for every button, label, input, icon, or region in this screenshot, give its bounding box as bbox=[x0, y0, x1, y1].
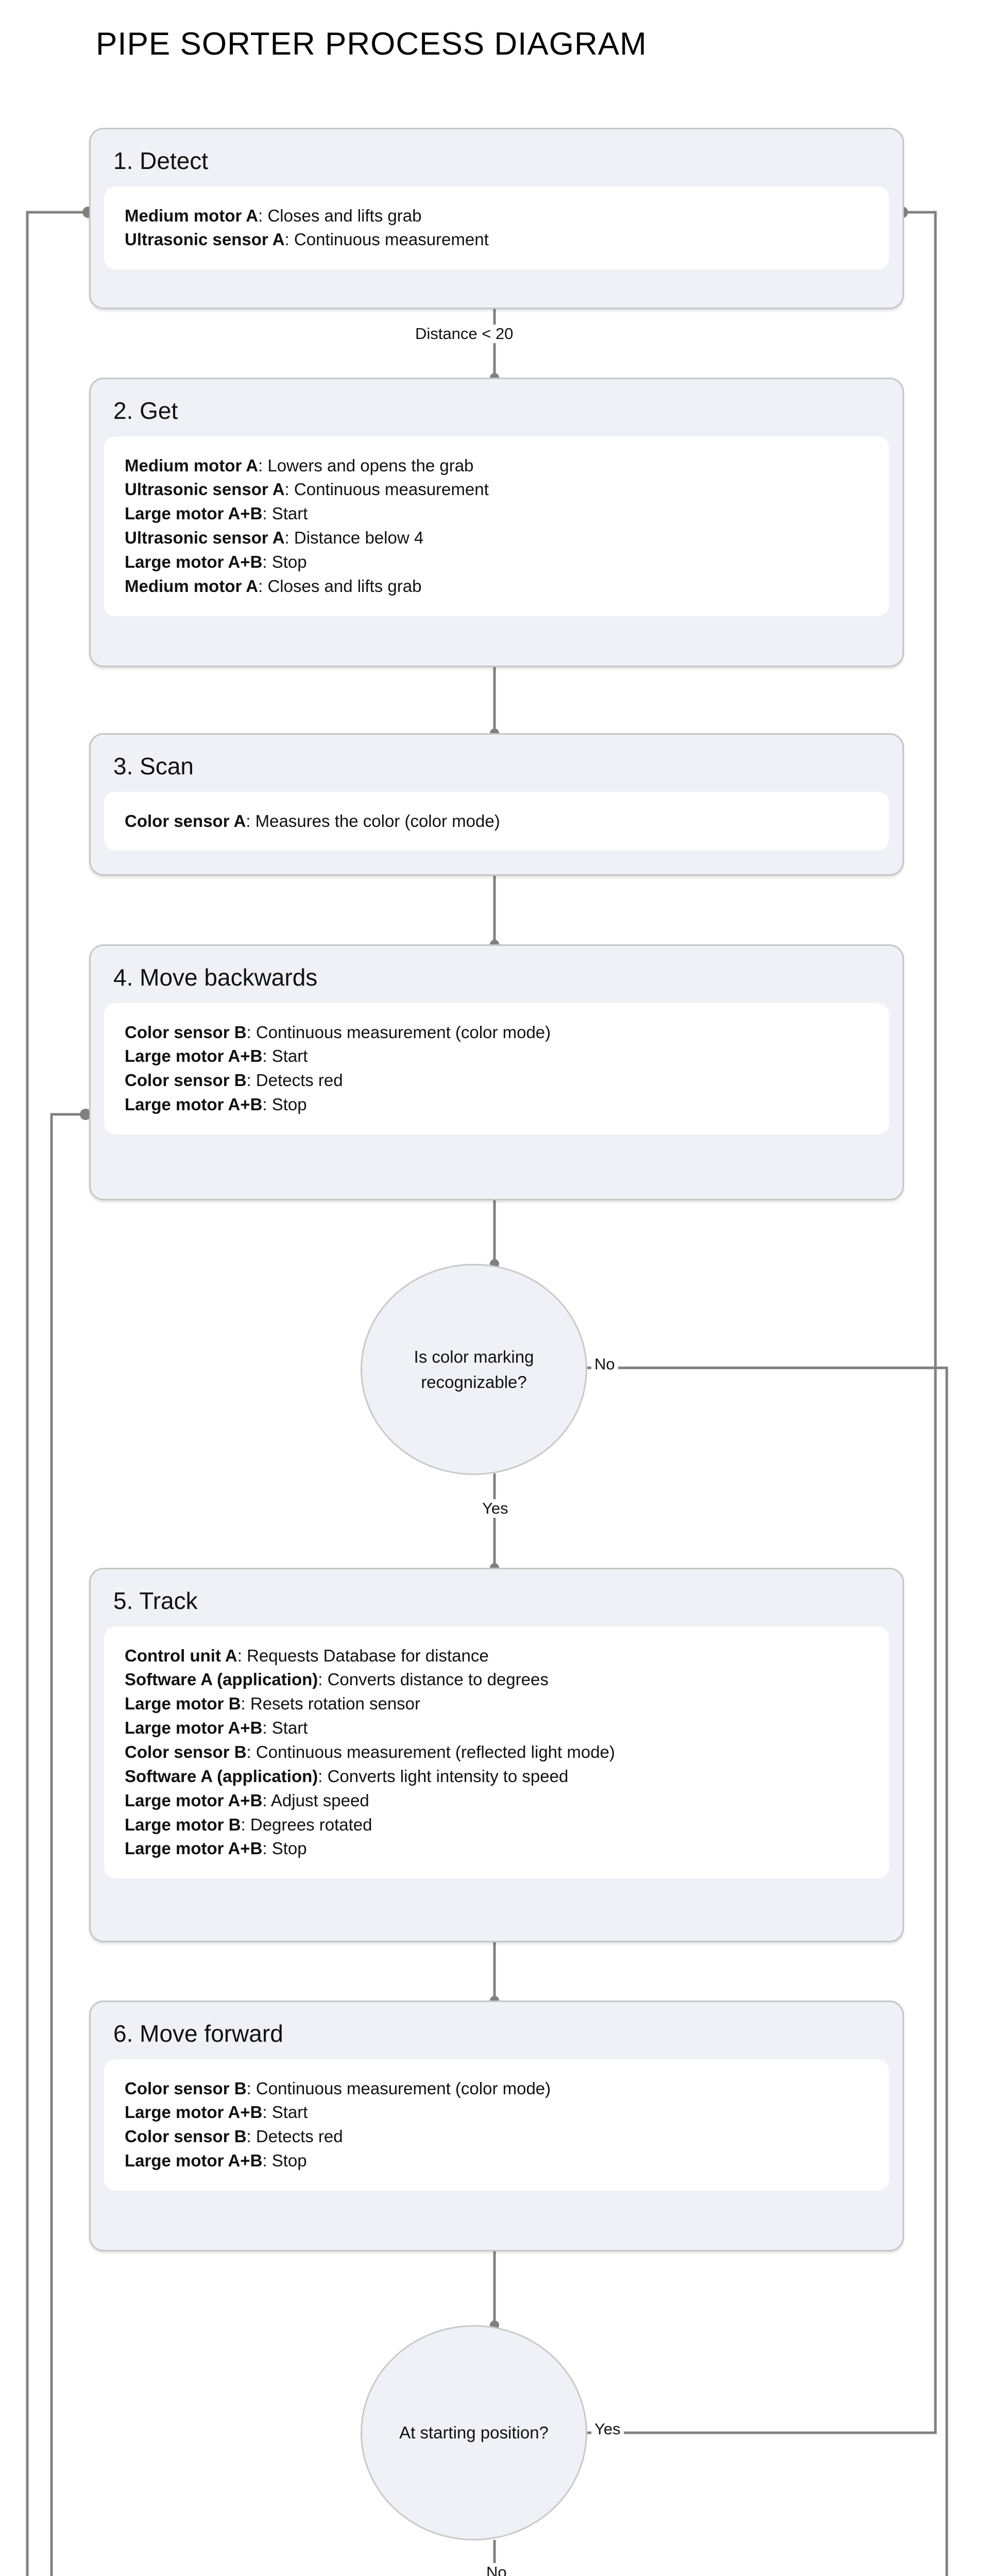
step-body: Medium motor A: Lowers and opens the gra… bbox=[104, 436, 889, 616]
step-title: 5. Track bbox=[113, 1587, 198, 1614]
step-line: Color sensor B: Detects red bbox=[125, 1071, 343, 1090]
step-line: Ultrasonic sensor A: Continuous measurem… bbox=[125, 230, 489, 249]
step-title: 2. Get bbox=[113, 397, 178, 424]
step-line: Large motor B: Resets rotation sensor bbox=[125, 1694, 421, 1714]
step-card-track[interactable]: 5. Track Control unit A: Requests Databa… bbox=[89, 1568, 904, 1942]
step-title: 6. Move forward bbox=[113, 2020, 283, 2047]
step-line: Medium motor A: Lowers and opens the gra… bbox=[125, 455, 474, 475]
decision-label: Is color marking recognizable? bbox=[414, 1347, 534, 1392]
step-line: Large motor A+B: Stop bbox=[125, 552, 307, 572]
step-line: Color sensor B: Continuous measurement (… bbox=[125, 1022, 551, 1042]
step-line: Large motor A+B: Start bbox=[125, 1718, 308, 1738]
step-body: Color sensor A: Measures the color (colo… bbox=[104, 791, 889, 851]
step-line: Ultrasonic sensor A: Continuous measurem… bbox=[125, 480, 489, 499]
decision-at-starting-position[interactable]: At starting position? bbox=[361, 2325, 587, 2540]
step-title: 1. Detect bbox=[113, 147, 209, 174]
step-line: Color sensor B: Continuous measurement (… bbox=[125, 1742, 615, 1762]
step-body: Control unit A: Requests Database for di… bbox=[104, 1626, 889, 1879]
step-card-move-backwards[interactable]: 4. Move backwards Color sensor B: Contin… bbox=[89, 944, 904, 1200]
step-line: Large motor A+B: Adjust speed bbox=[125, 1790, 369, 1810]
edge-label-position-no: No bbox=[483, 2563, 510, 2576]
step-line: Color sensor B: Continuous measurement (… bbox=[125, 2078, 551, 2098]
step-line: Color sensor A: Measures the color (colo… bbox=[125, 811, 500, 831]
step-line: Ultrasonic sensor A: Distance below 4 bbox=[125, 528, 424, 548]
decision-label: At starting position? bbox=[399, 2423, 549, 2443]
step-line: Large motor A+B: Stop bbox=[125, 1839, 307, 1858]
step-line: Medium motor A: Closes and lifts grab bbox=[125, 576, 422, 596]
step-line: Large motor B: Degrees rotated bbox=[125, 1815, 372, 1834]
step-card-move-forward[interactable]: 6. Move forward Color sensor B: Continuo… bbox=[89, 2001, 904, 2251]
edge-label-color-yes: Yes bbox=[479, 1499, 511, 1518]
step-line: Control unit A: Requests Database for di… bbox=[125, 1646, 489, 1665]
step-line: Large motor A+B: Start bbox=[125, 2103, 308, 2122]
step-line: Software A (application): Converts light… bbox=[125, 1766, 569, 1786]
decision-color-recognizable[interactable]: Is color marking recognizable? bbox=[361, 1264, 587, 1475]
edge-label-distance: Distance < 20 bbox=[412, 325, 517, 343]
step-card-scan[interactable]: 3. Scan Color sensor A: Measures the col… bbox=[89, 733, 904, 876]
step-line: Large motor A+B: Start bbox=[125, 1046, 308, 1066]
step-line: Software A (application): Converts dista… bbox=[125, 1670, 549, 1689]
step-line: Large motor A+B: Stop bbox=[125, 1095, 307, 1114]
step-title: 4. Move backwards bbox=[113, 964, 318, 991]
step-card-detect[interactable]: 1. Detect Medium motor A: Closes and lif… bbox=[89, 128, 904, 309]
step-title: 3. Scan bbox=[113, 753, 194, 779]
step-line: Medium motor A: Closes and lifts grab bbox=[125, 206, 422, 225]
step-body: Color sensor B: Continuous measurement (… bbox=[104, 2059, 889, 2191]
page-title: PIPE SORTER PROCESS DIAGRAM bbox=[96, 26, 647, 62]
step-body: Medium motor A: Closes and lifts grab Ul… bbox=[104, 186, 889, 270]
step-line: Color sensor B: Detects red bbox=[125, 2127, 343, 2146]
step-body: Color sensor B: Continuous measurement (… bbox=[104, 1003, 889, 1135]
edge-label-position-yes: Yes bbox=[591, 2420, 624, 2438]
step-line: Large motor A+B: Start bbox=[125, 504, 308, 523]
step-line: Large motor A+B: Stop bbox=[125, 2151, 307, 2171]
step-card-get[interactable]: 2. Get Medium motor A: Lowers and opens … bbox=[89, 378, 904, 667]
edge-label-color-no: No bbox=[591, 1355, 618, 1374]
